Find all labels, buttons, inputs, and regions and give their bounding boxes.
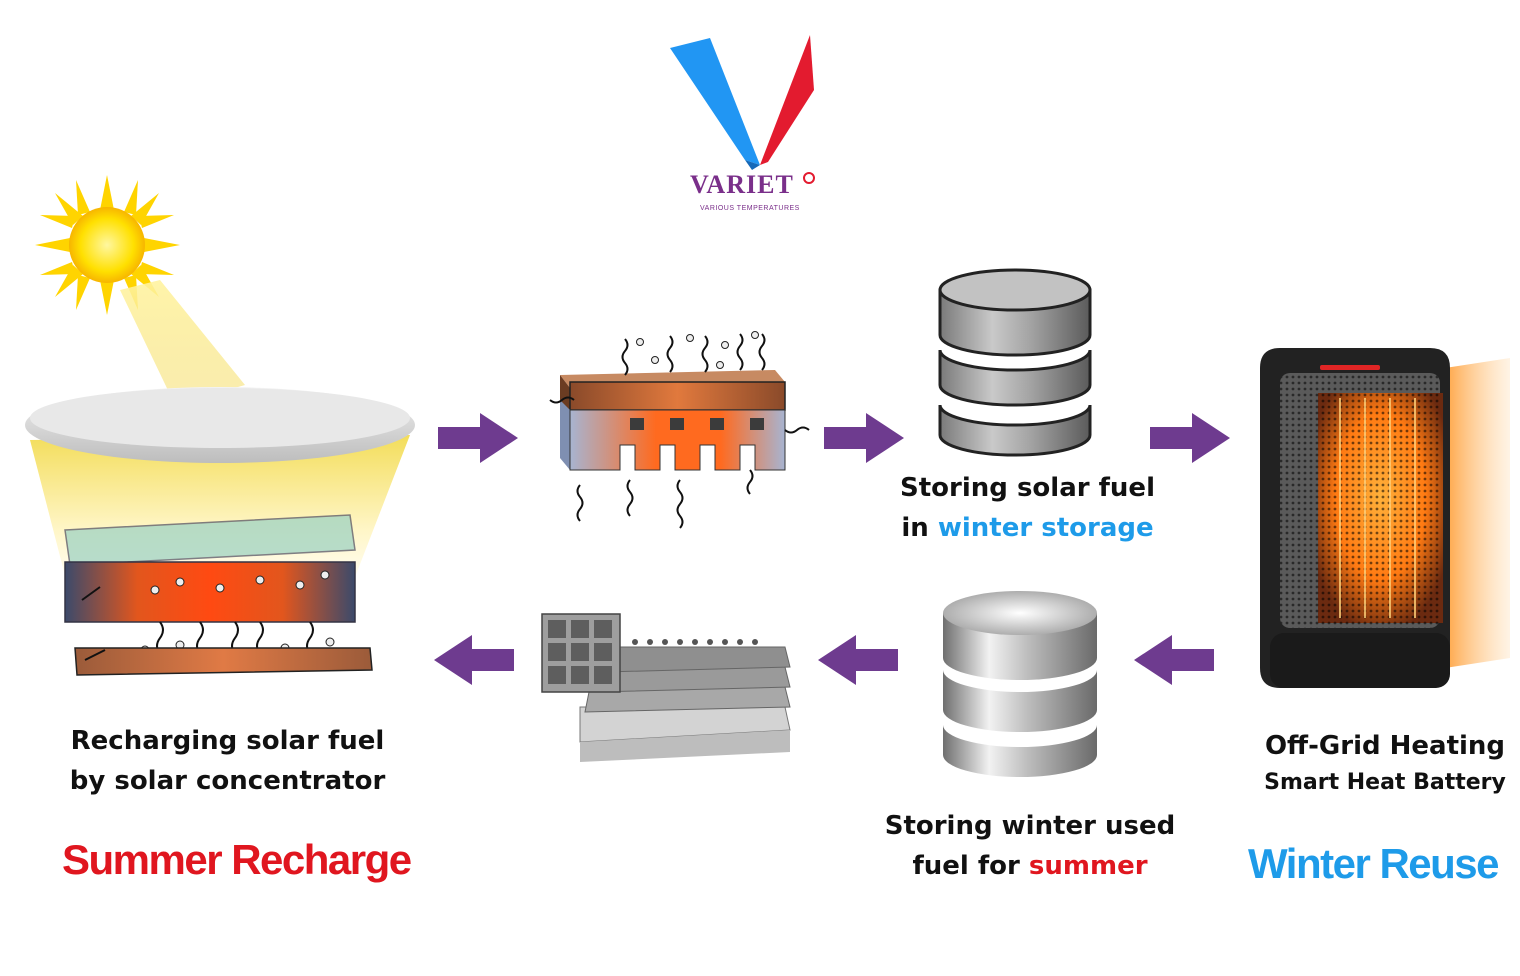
summer-storage-cylinder (935, 585, 1105, 785)
recharging-line2: by solar concentrator (69, 766, 386, 796)
space-heater-icon (1260, 348, 1510, 688)
storing-solar-line1: Storing solar fuel (900, 473, 1155, 503)
storing-winter-line2: fuel for summer (870, 846, 1190, 886)
winter-reuse-label: Winter Reuse (1248, 840, 1500, 887)
metal-cylinder-icon (943, 591, 1097, 777)
logo-brand-text: VARIET (690, 170, 794, 199)
recharging-caption: Recharging solar fuel by solar concentra… (60, 721, 395, 801)
arrow-left-2 (818, 635, 898, 685)
variet-logo: VARIET Various Temperatures (660, 30, 830, 220)
logo-degree-mark (803, 172, 815, 184)
arrow-left-1 (1134, 635, 1214, 685)
storing-winter-line1: Storing winter used (884, 811, 1176, 841)
heating-caption: Off-Grid Heating Smart Heat Battery (1250, 726, 1520, 800)
storing-winter-line2-prefix: fuel for (912, 851, 1029, 881)
space-heater-illustration (1260, 338, 1515, 698)
storing-solar-line2-prefix: in (901, 513, 938, 543)
recharging-line1: Recharging solar fuel (70, 726, 385, 756)
layered-film-icon (541, 613, 791, 762)
solar-concentrator-icon (25, 175, 415, 676)
winter-storage-cylinder (930, 265, 1100, 460)
molecular-material-illustration (530, 320, 820, 540)
database-cylinder-icon (938, 268, 1092, 457)
molecular-material-icon (549, 331, 810, 529)
arrow-right-3 (1150, 413, 1230, 463)
logo-v-icon (670, 35, 814, 170)
heating-line2: Smart Heat Battery (1264, 770, 1506, 795)
summer-highlight: summer (1028, 851, 1148, 881)
winter-storage-highlight: winter storage (937, 513, 1154, 543)
solar-concentrator-illustration (10, 170, 430, 710)
storing-winter-fuel-caption: Storing winter used fuel for summer (870, 806, 1190, 886)
sun-icon (35, 175, 180, 315)
arrow-right-2 (824, 413, 904, 463)
storing-solar-line2: in winter storage (880, 508, 1175, 548)
heating-line1: Off-Grid Heating (1264, 731, 1506, 761)
layered-film-illustration (540, 612, 800, 762)
arrow-right-1 (438, 413, 518, 463)
storing-solar-fuel-caption: Storing solar fuel in winter storage (880, 468, 1175, 548)
arrow-left-3 (434, 635, 514, 685)
summer-recharge-label: Summer Recharge (62, 836, 412, 883)
logo-tagline: Various Temperatures (700, 205, 800, 212)
